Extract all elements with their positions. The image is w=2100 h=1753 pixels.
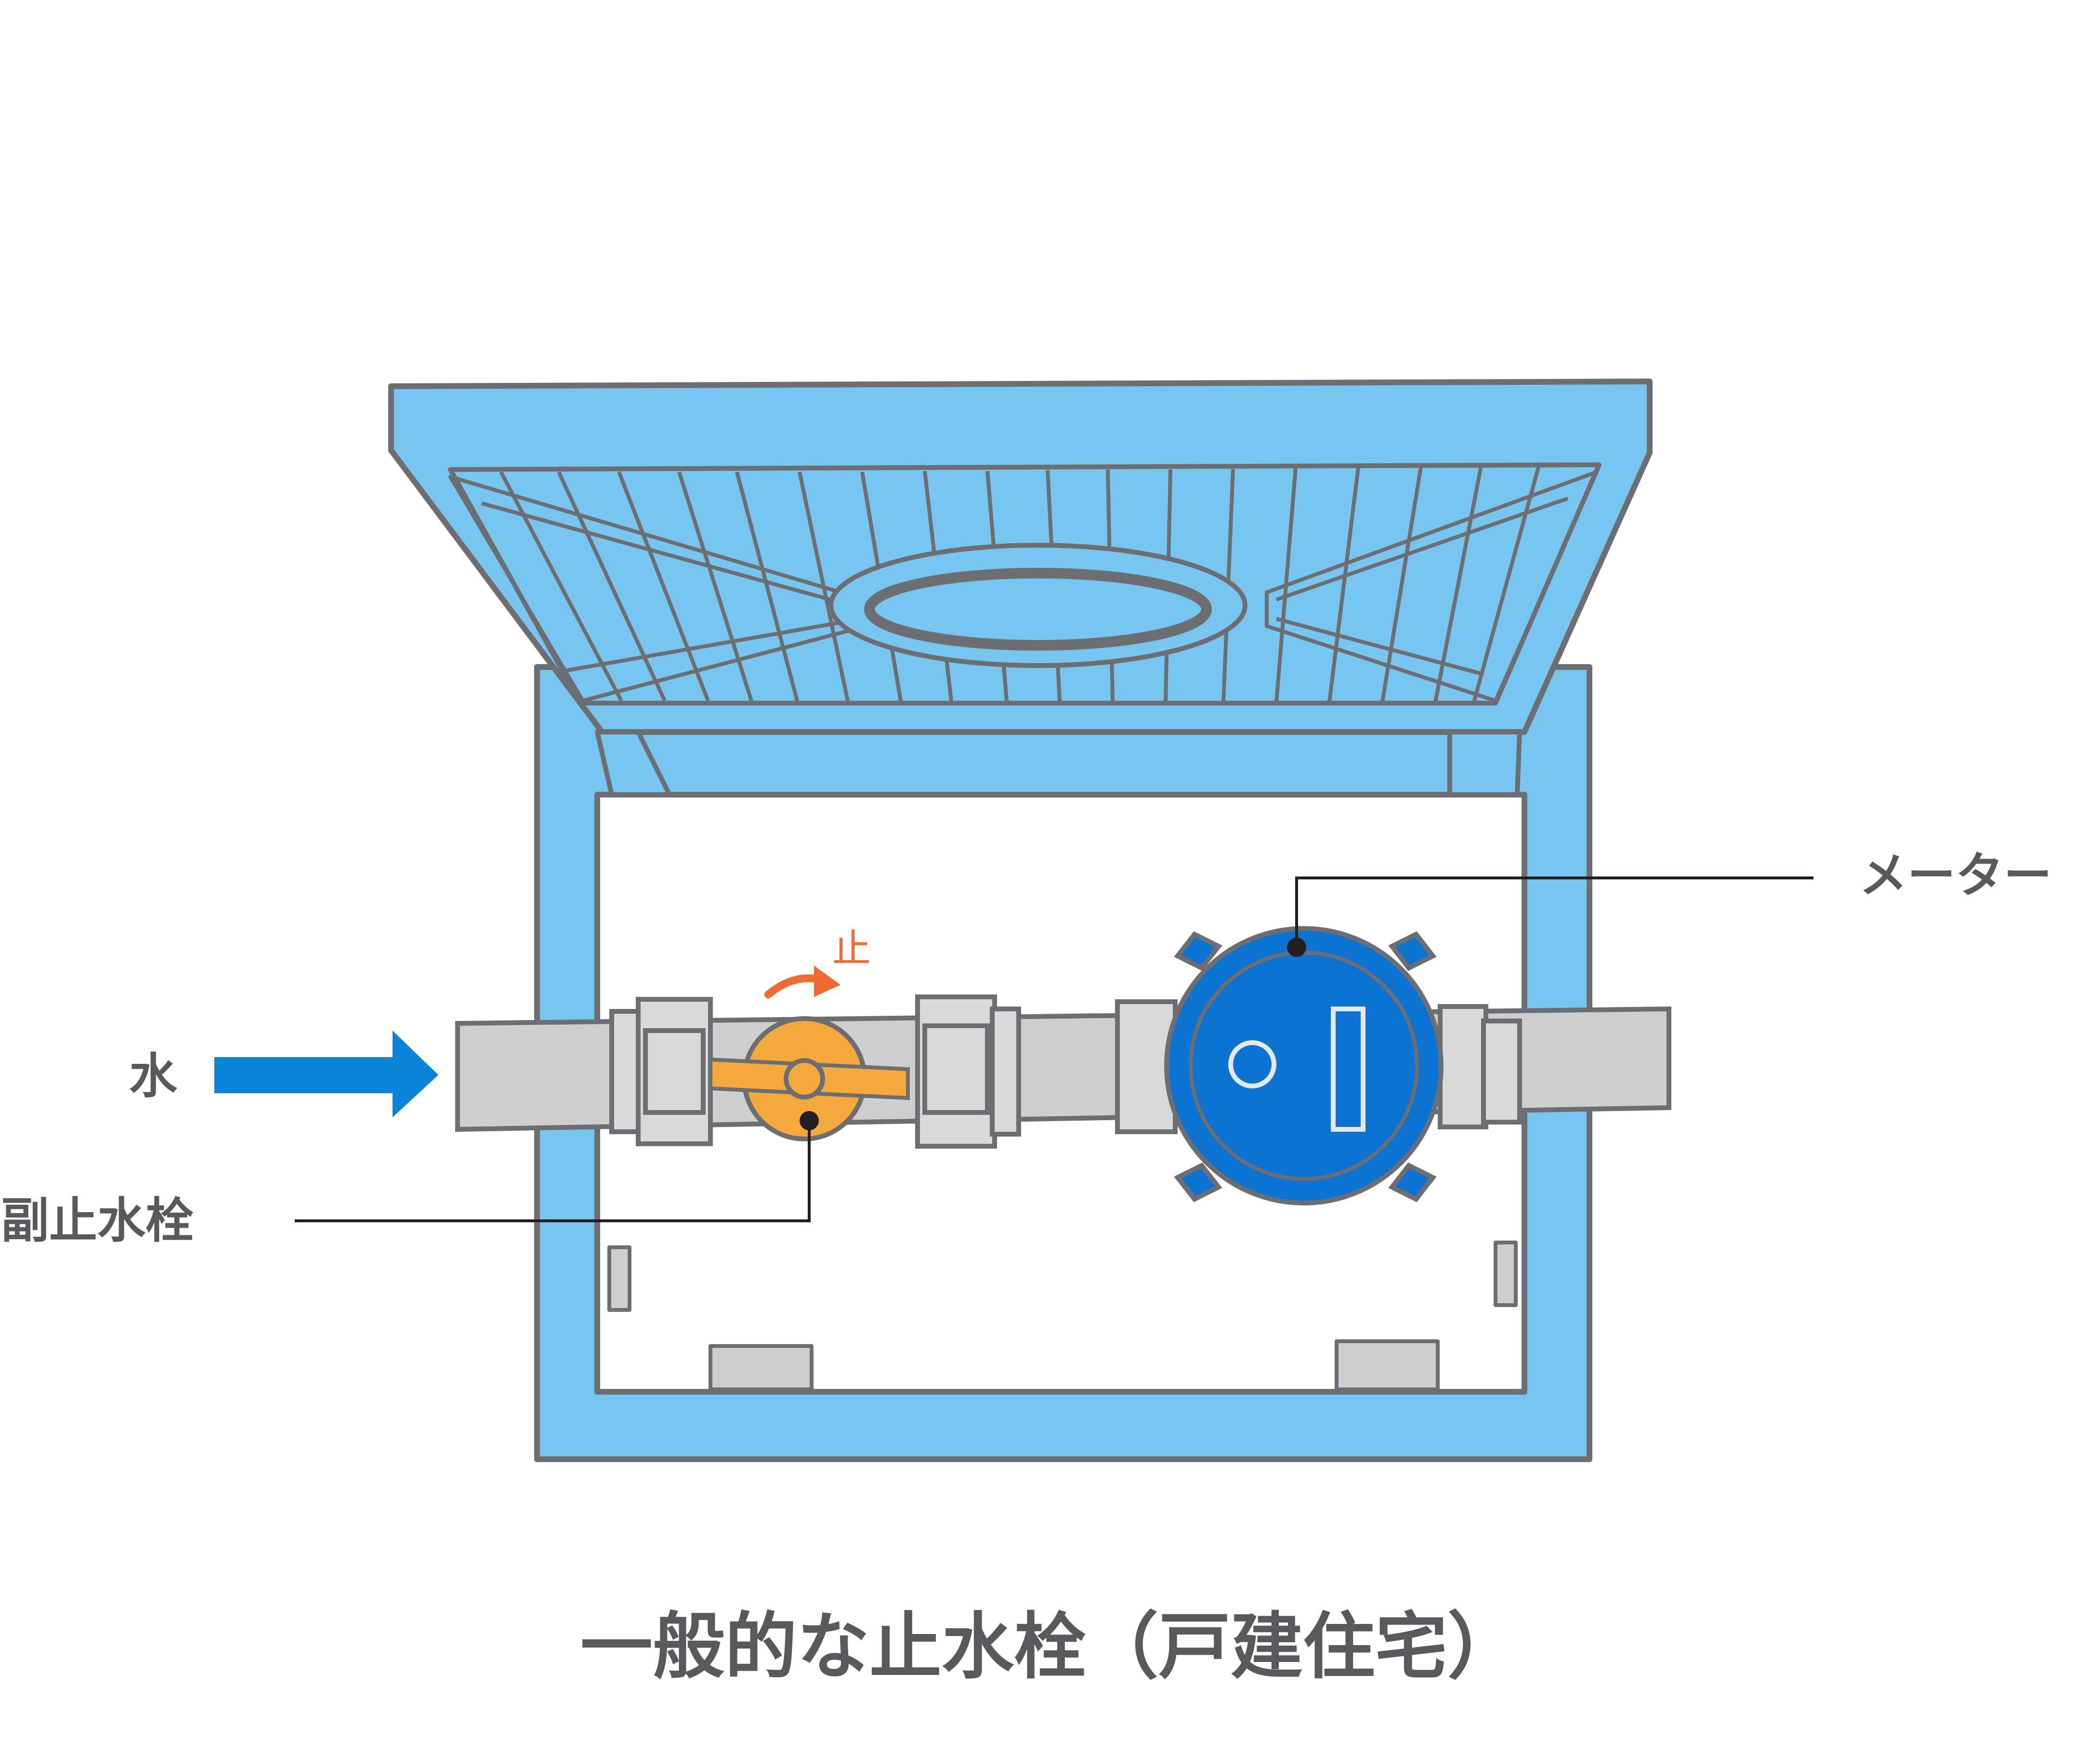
stop-direction-label: 止 — [832, 926, 871, 971]
water-meter — [1164, 926, 1444, 1205]
right-arrow-icon — [214, 1031, 438, 1117]
box-lid — [388, 379, 1653, 797]
figure-caption: 一般的な止水栓（戸建住宅） — [580, 1605, 1520, 1689]
pipe-fitting-left — [609, 997, 713, 1146]
lid-ribs — [499, 465, 1541, 703]
meter-label: メーター — [1859, 847, 2052, 903]
meter-leader-dot — [1287, 938, 1306, 957]
sub-stop-valve — [709, 1016, 910, 1141]
meter-leader-line — [1295, 876, 1813, 947]
water-label: 水 — [129, 1048, 177, 1104]
pipe-fitting-right — [1438, 1004, 1522, 1129]
sub-stop-valve-label: 副止水栓 — [1, 1192, 194, 1249]
curved-arrow-icon — [764, 966, 840, 998]
valve-leader-dot — [800, 1111, 819, 1130]
pipe-fitting-mid — [915, 994, 1021, 1149]
valve-leader-line — [295, 1121, 811, 1222]
